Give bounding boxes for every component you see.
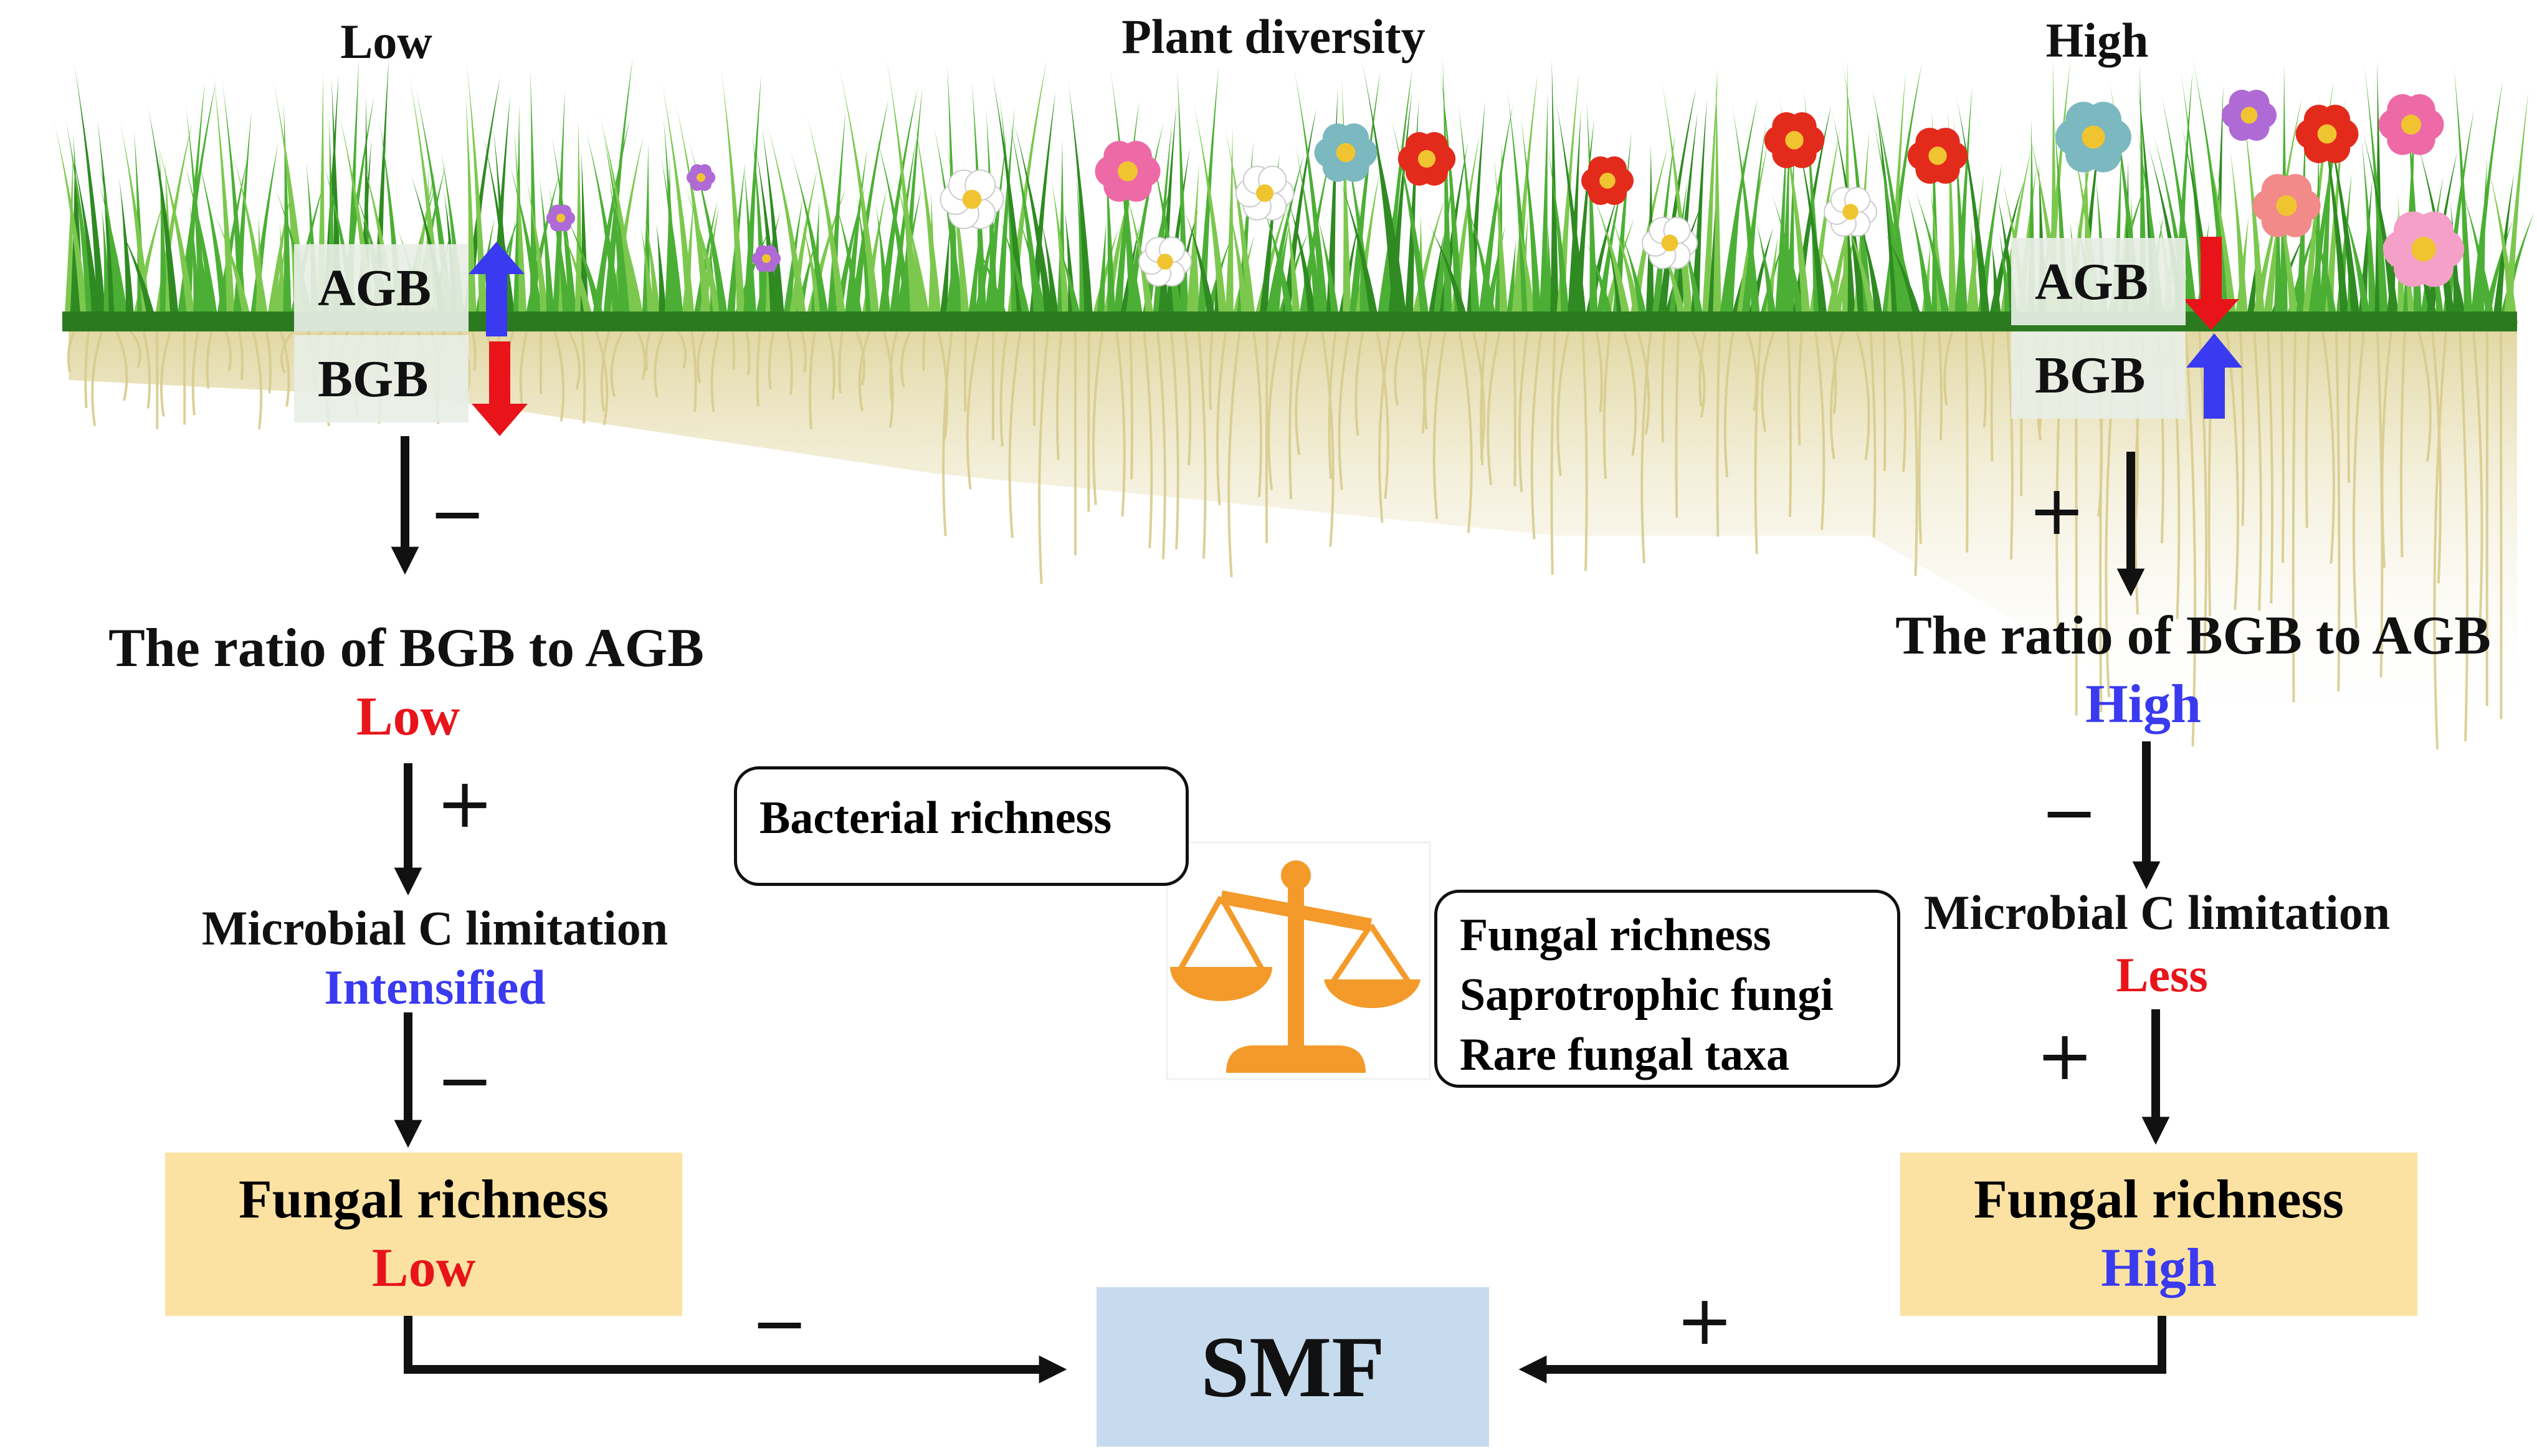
right-bgb-tag: BGB [2011,331,2186,419]
right-microbial-label: Microbial C limitation [1923,885,2391,940]
left-fungal-value: Low [371,1238,476,1298]
smf-label: SMF [1201,1318,1385,1416]
left-ratio-value: Low [356,687,460,747]
fungal-trait-3: Rare fungal taxa [1460,1029,1789,1081]
left-sign-3: − [436,1040,494,1120]
left-bgb-down-arrow [472,341,528,436]
flow-arrows [391,436,2170,1384]
right-ratio-label: The ratio of BGB to AGB [1895,606,2491,666]
right-fungal-value: High [2101,1238,2217,1298]
left-sign-1: − [429,473,487,553]
right-fungal-label: Fungal richness [1973,1169,2344,1230]
fungal-trait-2: Saprotrophic fungi [1460,969,1834,1021]
left-sign-4: − [751,1283,809,1363]
plant-diversity-title: Plant diversity [1121,9,1426,64]
fungal-trait-1: Fungal richness [1460,910,1771,961]
flower-icon [546,89,2465,287]
left-to-smf-arrow [404,1316,1067,1384]
smf-box: SMF [1097,1287,1489,1447]
left-sign-2: + [436,763,494,843]
right-microbial-value: Less [2116,948,2208,1002]
right-sign-4: + [1676,1280,1734,1360]
left-ratio-label: The ratio of BGB to AGB [108,618,704,678]
left-fungal-richness-box: Fungal richness Low [165,1153,682,1316]
fungal-traits-box: Fungal richness Saprotrophic fungi Rare … [1434,890,1900,1088]
bacterial-richness-label: Bacterial richness [759,792,1112,844]
balance-scale-icon [1166,841,1431,1080]
left-bgb-tag: BGB [294,335,469,422]
right-sign-2: − [2040,773,2098,852]
right-agb-down-arrow [2183,237,2239,330]
right-sign-3: + [2036,1016,2094,1095]
right-fungal-richness-box: Fungal richness High [1900,1153,2417,1316]
bacterial-richness-box: Bacterial richness [734,766,1189,886]
right-sign-1: + [2028,470,2086,550]
right-bgb-up-arrow [2186,333,2242,419]
left-microbial-label: Microbial C limitation [201,901,669,955]
low-diversity-label: Low [340,14,432,69]
left-agb-tag: AGB [294,244,469,331]
left-fungal-label: Fungal richness [238,1169,609,1230]
left-agb-up-arrow [469,242,525,336]
right-ratio-value: High [2085,674,2201,735]
left-microbial-value: Intensified [324,960,546,1014]
right-to-smf-arrow [1518,1316,2166,1384]
right-agb-tag: AGB [2011,238,2186,325]
high-diversity-label: High [2045,13,2149,67]
